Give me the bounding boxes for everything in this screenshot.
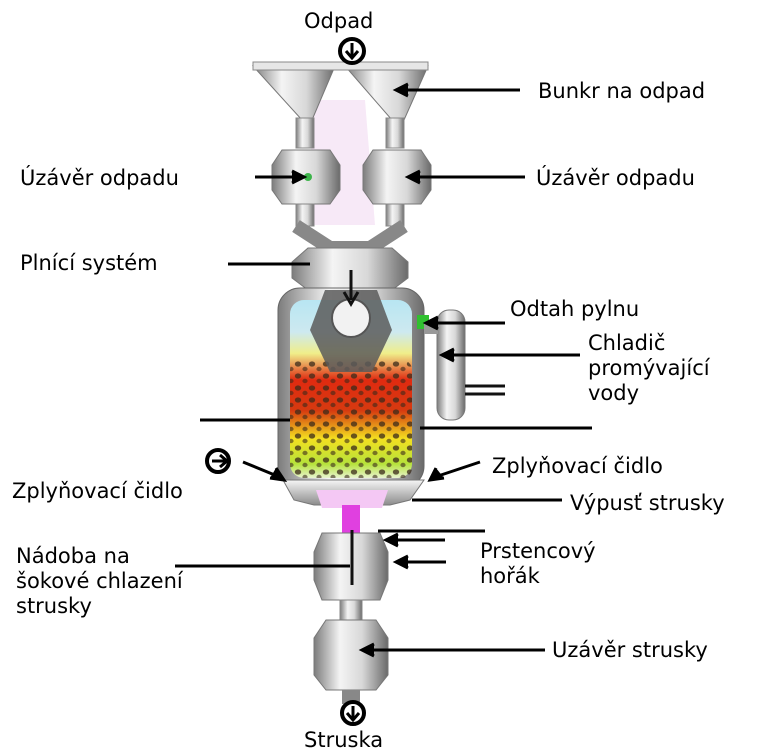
slag-valve-body xyxy=(314,620,388,704)
right-arrow-circle-icon xyxy=(207,450,229,472)
label-feeding-system: Plnící systém xyxy=(20,250,158,276)
label-quench-vessel-2: šokové chlazení xyxy=(16,568,183,594)
label-dust-outlet: Odtah pylnu xyxy=(510,296,639,322)
label-top-input: Odpad xyxy=(304,8,373,34)
label-ring-burner-2: hořák xyxy=(480,563,540,589)
label-slag-valve: Uzávěr strusky xyxy=(552,637,708,663)
label-wash-cooler-1: Chladič xyxy=(588,330,665,356)
down-arrow-circle-icon xyxy=(342,702,364,724)
label-quench-vessel-1: Nádoba na xyxy=(16,543,130,569)
label-wash-cooler-3: vody xyxy=(588,380,639,406)
slag-outlet-pipe xyxy=(342,505,360,533)
down-arrow-circle-icon xyxy=(340,39,364,63)
label-ring-burner-1: Prstencový xyxy=(480,538,596,564)
label-valve-right: Úzávěr odpadu xyxy=(536,165,695,191)
label-gasifier-nozzle-right: Zplyňovací čidlo xyxy=(492,453,663,479)
label-bunker: Bunkr na odpad xyxy=(538,78,705,104)
label-bottom-output: Struska xyxy=(304,727,383,753)
label-quench-vessel-3: strusky xyxy=(16,593,92,619)
label-slag-outlet: Výpusť strusky xyxy=(570,490,725,516)
label-gasifier-nozzle-left: Zplyňovací čidlo xyxy=(12,478,183,504)
label-wash-cooler-2: promývající xyxy=(588,355,710,381)
vessel-bottom xyxy=(283,480,424,508)
gasifier-vessel xyxy=(278,270,429,488)
slag-pipe xyxy=(340,600,362,622)
label-valve-left: Úzávěr odpadu xyxy=(20,165,179,191)
